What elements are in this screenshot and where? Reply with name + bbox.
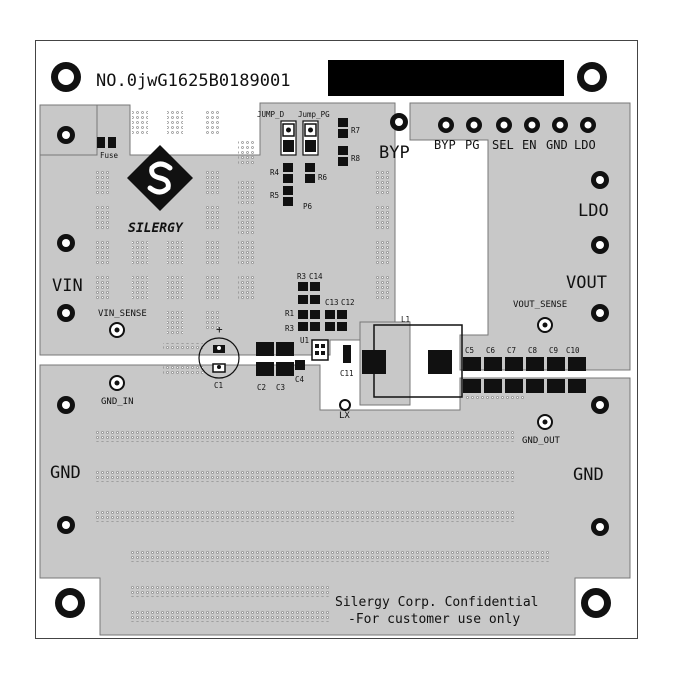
header-pin-label: LDO bbox=[574, 138, 596, 152]
ref-r3: R3 bbox=[297, 272, 306, 281]
ref-r4: R4 bbox=[270, 168, 280, 177]
label-gnd-right: GND bbox=[573, 465, 604, 485]
header-pin-label: BYP bbox=[434, 138, 456, 152]
header-pin-label: SEL bbox=[492, 138, 514, 152]
test-points bbox=[109, 317, 553, 430]
ref-c14: C14 bbox=[309, 272, 323, 281]
logo-wordmark: SILERGY bbox=[128, 221, 184, 236]
capacitor-c1 bbox=[198, 337, 240, 379]
ref-c5: C5 bbox=[465, 346, 474, 355]
mounting-hole-bottom-left bbox=[55, 588, 85, 618]
ref-r3b: R3 bbox=[285, 324, 294, 333]
ref-r6: R6 bbox=[318, 173, 328, 182]
jumper-label-fuse: Fuse bbox=[100, 151, 119, 160]
ref-p6: P6 bbox=[303, 202, 313, 211]
ref-c11: C11 bbox=[340, 369, 354, 378]
ref-c12: C12 bbox=[341, 298, 355, 307]
ref-l1: L1 bbox=[401, 315, 410, 324]
test-point-label-vin-sense: VIN_SENSE bbox=[98, 309, 147, 319]
ref-c1: C1 bbox=[214, 381, 223, 390]
ref-c8: C8 bbox=[528, 346, 538, 355]
ref-c7: C7 bbox=[507, 346, 516, 355]
ref-c4: C4 bbox=[295, 375, 305, 384]
label-gnd-left: GND bbox=[50, 463, 81, 483]
test-point-label-gnd-in: GND_IN bbox=[101, 397, 134, 407]
ref-r7: R7 bbox=[351, 126, 360, 135]
fuse bbox=[97, 137, 116, 148]
terminal-posts bbox=[57, 113, 609, 536]
ref-r5: R5 bbox=[270, 191, 279, 200]
ref-u1: U1 bbox=[300, 336, 309, 345]
part-number: NO.0jwG1625B0189001 bbox=[96, 71, 290, 91]
serial-blackout bbox=[328, 60, 564, 96]
jumper-headers bbox=[280, 120, 319, 156]
jumper-label-jump-d: JUMP_D bbox=[257, 110, 285, 119]
test-point-label-vout-sense: VOUT_SENSE bbox=[513, 300, 567, 310]
label-vout: VOUT bbox=[566, 273, 607, 293]
via-arrays bbox=[95, 110, 550, 622]
silergy-s-logo bbox=[127, 145, 193, 211]
ref-c13: C13 bbox=[325, 298, 339, 307]
label-vin: VIN bbox=[52, 276, 83, 296]
ref-c6: C6 bbox=[486, 346, 496, 355]
label-ldo: LDO bbox=[578, 201, 609, 221]
header-pin-row bbox=[438, 117, 596, 133]
ref-c2: C2 bbox=[257, 383, 266, 392]
header-pin-label: EN bbox=[522, 138, 536, 152]
test-point-label-lx: LX bbox=[339, 411, 350, 421]
header-pin-label: PG bbox=[465, 138, 479, 152]
ref-r8: R8 bbox=[351, 154, 361, 163]
confidential-line-2: -For customer use only bbox=[348, 612, 520, 627]
label-byp: BYP bbox=[379, 143, 410, 163]
jumper-label-jump-pg: Jump_PG bbox=[298, 110, 330, 119]
confidential-line-1: Silergy Corp. Confidential bbox=[335, 595, 539, 610]
resistor-pads bbox=[283, 118, 348, 206]
ref-c10: C10 bbox=[566, 346, 580, 355]
copper-pour-vout bbox=[409, 102, 631, 371]
inductor-l1 bbox=[362, 324, 463, 398]
ref-r1: R1 bbox=[285, 309, 294, 318]
mounting-hole-bottom-right bbox=[581, 588, 611, 618]
ref-c1-polarity: + bbox=[216, 323, 223, 336]
mounting-hole-top-right bbox=[577, 62, 607, 92]
converter-components bbox=[256, 282, 351, 376]
test-point-label-gnd-out: GND_OUT bbox=[522, 436, 561, 446]
output-capacitors bbox=[463, 357, 586, 393]
header-pin-label: GND bbox=[546, 138, 568, 152]
mounting-hole-top-left bbox=[51, 62, 81, 92]
ref-c9: C9 bbox=[549, 346, 558, 355]
ref-c3: C3 bbox=[276, 383, 285, 392]
